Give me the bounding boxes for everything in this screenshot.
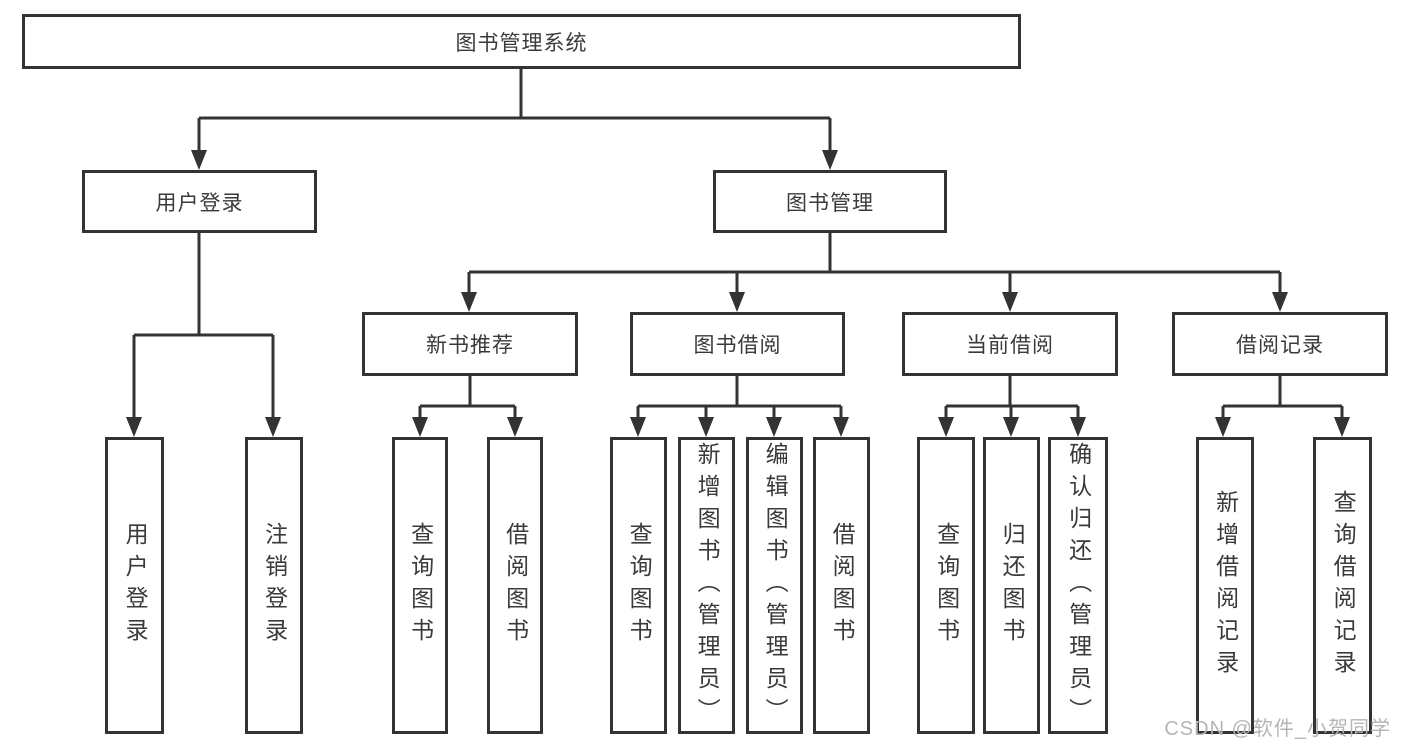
node-book-management: 图书管理 xyxy=(713,170,947,233)
leaf-label: 借阅图书 xyxy=(502,521,529,650)
node-book-borrowing: 图书借阅 xyxy=(630,312,845,376)
leaf-newbooks-query-books: 查询图书 xyxy=(392,437,448,734)
leaf-label: 查询图书 xyxy=(933,521,960,650)
leaf-label: 新增借阅记录 xyxy=(1212,489,1239,682)
leaf-current-confirm-return-admin: 确认归还（管理员） xyxy=(1048,437,1108,734)
node-user-login: 用户登录 xyxy=(82,170,317,233)
leaf-records-add-record: 新增借阅记录 xyxy=(1196,437,1254,734)
csdn-watermark: CSDN @软件_小贺同学 xyxy=(1164,718,1391,740)
node-label: 图书管理 xyxy=(786,191,874,215)
leaf-label: 新增图书（管理员） xyxy=(694,441,721,730)
leaf-logout: 注销登录 xyxy=(245,437,303,734)
leaf-current-return-books: 归还图书 xyxy=(983,437,1040,734)
leaf-label: 查询图书 xyxy=(407,521,434,650)
leaf-borrowing-query-books: 查询图书 xyxy=(610,437,667,734)
leaf-label: 用户登录 xyxy=(122,521,149,650)
leaf-user-login: 用户登录 xyxy=(105,437,164,734)
node-root-library-system: 图书管理系统 xyxy=(22,14,1021,69)
node-new-book-recommend: 新书推荐 xyxy=(362,312,578,376)
leaf-records-query-record: 查询借阅记录 xyxy=(1313,437,1372,734)
node-label: 新书推荐 xyxy=(426,334,514,357)
node-label: 图书管理系统 xyxy=(455,31,588,55)
leaf-borrowing-edit-books-admin: 编辑图书（管理员） xyxy=(746,437,803,734)
node-label: 当前借阅 xyxy=(966,334,1054,357)
leaf-newbooks-borrow-books: 借阅图书 xyxy=(487,437,543,734)
leaf-label: 注销登录 xyxy=(261,521,288,650)
leaf-borrowing-add-books-admin: 新增图书（管理员） xyxy=(678,437,735,734)
node-label: 借阅记录 xyxy=(1236,334,1324,357)
leaf-label: 编辑图书（管理员） xyxy=(762,441,789,730)
node-label: 用户登录 xyxy=(155,191,244,215)
leaf-label: 归还图书 xyxy=(999,521,1026,650)
leaf-borrowing-borrow-books: 借阅图书 xyxy=(813,437,870,734)
leaf-current-query-books: 查询图书 xyxy=(917,437,975,734)
arrowheads xyxy=(126,150,1350,437)
node-label: 图书借阅 xyxy=(693,334,782,357)
leaf-label: 查询借阅记录 xyxy=(1330,489,1357,682)
leaf-label: 确认归还（管理员） xyxy=(1065,441,1092,730)
leaf-label: 借阅图书 xyxy=(829,521,856,650)
leaf-label: 查询图书 xyxy=(626,521,653,650)
node-borrowing-records: 借阅记录 xyxy=(1172,312,1388,376)
node-current-borrowing: 当前借阅 xyxy=(902,312,1118,376)
